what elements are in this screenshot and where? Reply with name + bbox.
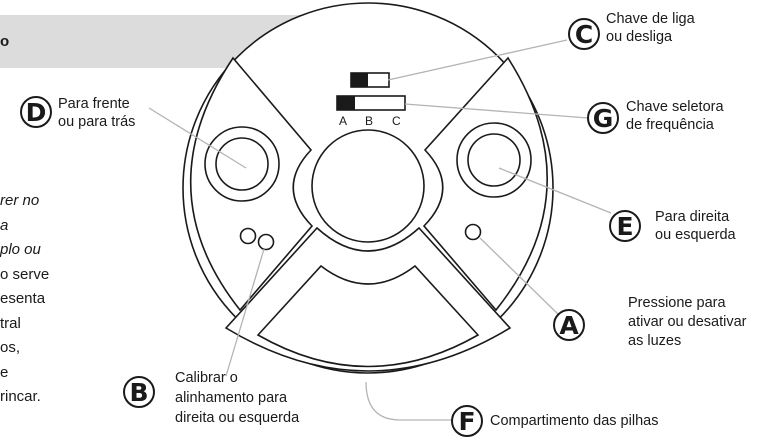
- selector-letter-b: B: [365, 114, 374, 128]
- right-joystick-inner: [467, 133, 521, 187]
- callout-e-label: Para direita ou esquerda: [655, 209, 736, 243]
- trim-button-right: [257, 233, 275, 251]
- side-text-line: rer no: [0, 192, 40, 209]
- header-text: o: [0, 33, 10, 50]
- power-switch-knob: [351, 73, 368, 87]
- callout-c-badge: C: [568, 18, 600, 50]
- center-circle: [311, 129, 425, 243]
- selector-letter-a: A: [339, 114, 348, 128]
- leader-line-g: [404, 103, 589, 119]
- side-text: rer no a plo ou o serve esenta tral os, …: [0, 189, 90, 410]
- callout-b-badge: B: [123, 376, 155, 408]
- callout-d-badge: D: [20, 96, 52, 128]
- callout-d-label: Para frente ou para trás: [58, 96, 136, 130]
- battery-lid: [256, 264, 480, 368]
- callout-f-badge: F: [451, 405, 483, 437]
- side-text-line: esenta: [0, 290, 46, 307]
- left-joystick-inner: [215, 137, 269, 191]
- side-text-line: o serve: [0, 265, 50, 283]
- callout-c-label: Chave de liga ou desliga: [606, 11, 695, 45]
- lights-button: [464, 223, 482, 241]
- selector-letter-c: C: [392, 114, 401, 128]
- trim-button-left: [239, 227, 257, 245]
- frequency-selector-knob: [337, 96, 355, 110]
- side-text-line: os,: [0, 339, 21, 356]
- callout-g-label: Chave seletora de frequência: [626, 99, 724, 133]
- callout-e-badge: E: [609, 210, 641, 242]
- callout-a-badge: A: [553, 309, 585, 341]
- callout-f-label: Compartimento das pilhas: [490, 413, 659, 429]
- callout-a-label: Pressione para ativar ou desativar as lu…: [628, 295, 747, 349]
- leader-line-f: [365, 381, 451, 421]
- callout-b-label: Calibrar o alinhamento para direita ou e…: [175, 370, 300, 426]
- leader-line-c: [387, 39, 568, 81]
- side-text-line: plo ou: [0, 241, 41, 258]
- leader-line-d: [148, 107, 247, 169]
- side-text-line: e: [0, 363, 9, 381]
- side-text-line: tral: [0, 314, 21, 332]
- leader-line-b: [225, 248, 265, 377]
- side-text-line: a: [0, 216, 9, 234]
- side-text-line: rincar.: [0, 388, 41, 405]
- callout-g-badge: G: [587, 102, 619, 134]
- leader-line-a: [479, 237, 563, 319]
- leader-line-e: [498, 167, 612, 214]
